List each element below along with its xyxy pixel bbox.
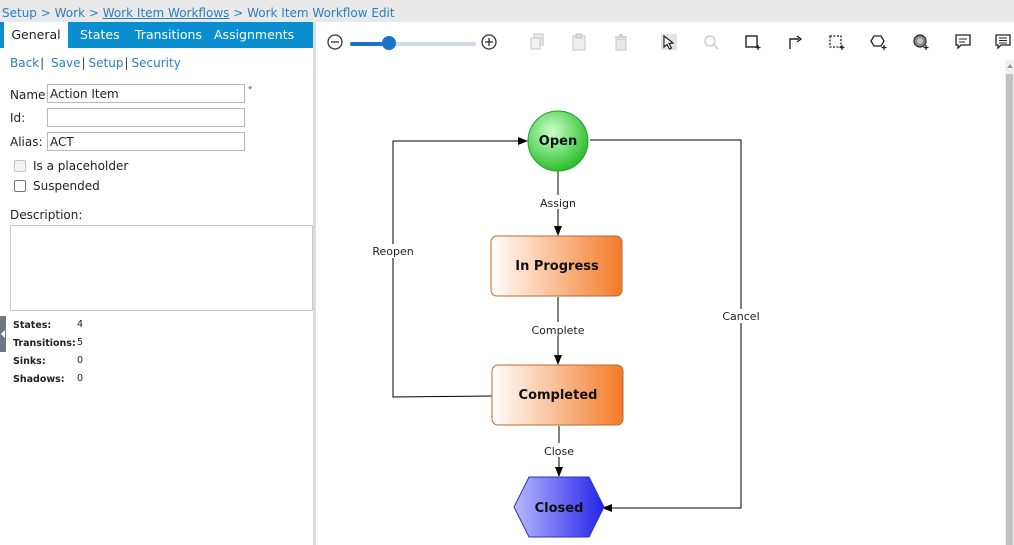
transitions-count-value: 5 bbox=[77, 337, 84, 348]
suspended-checkbox[interactable] bbox=[14, 180, 26, 192]
transition-assign-label: Assign bbox=[540, 197, 576, 210]
copy-icon[interactable] bbox=[526, 31, 548, 53]
workflow-diagram: Assign Complete Close Reopen Cancel Open bbox=[372, 110, 761, 538]
sinks-count-label: Sinks: bbox=[13, 356, 46, 367]
tab-bar: General States Transitions Assignments bbox=[0, 22, 313, 48]
transition-close-label: Close bbox=[544, 445, 574, 458]
back-link[interactable]: Back bbox=[10, 56, 40, 70]
select-pointer-icon[interactable] bbox=[658, 31, 680, 53]
action-links: Back| Save|Setup|Security bbox=[10, 56, 181, 70]
zoom-slider[interactable] bbox=[350, 36, 476, 50]
placeholder-checkbox[interactable] bbox=[14, 160, 26, 172]
alias-label: Alias: bbox=[10, 135, 43, 149]
states-count-label: States: bbox=[13, 320, 52, 331]
breadcrumb-separator: > bbox=[36, 6, 55, 20]
transition-complete[interactable]: Complete bbox=[531, 297, 585, 365]
state-closed[interactable]: Closed bbox=[513, 476, 605, 538]
state-open[interactable]: Open bbox=[527, 110, 589, 172]
id-label: Id: bbox=[10, 111, 26, 125]
transition-cancel[interactable]: Cancel bbox=[590, 139, 761, 512]
state-open-label: Open bbox=[539, 134, 577, 149]
fill-icon[interactable] bbox=[910, 31, 932, 53]
state-in-progress-label: In Progress bbox=[515, 259, 599, 274]
add-state-icon[interactable] bbox=[742, 31, 764, 53]
link-separator: | bbox=[81, 56, 86, 70]
breadcrumb: Setup > Work > Work Item Workflows > Wor… bbox=[0, 0, 1014, 22]
states-count-value: 4 bbox=[77, 319, 84, 330]
canvas-scrollbar[interactable] bbox=[1005, 60, 1014, 545]
select-region-icon[interactable] bbox=[826, 31, 848, 53]
lasso-icon[interactable] bbox=[700, 31, 722, 53]
add-shape-icon[interactable] bbox=[868, 31, 890, 53]
transition-reopen-label: Reopen bbox=[372, 245, 413, 258]
transition-assign[interactable]: Assign bbox=[540, 171, 576, 236]
tab-assignments[interactable]: Assignments bbox=[214, 27, 295, 42]
zoom-out-icon[interactable] bbox=[324, 31, 346, 53]
description-label: Description: bbox=[10, 208, 83, 222]
scroll-up-icon[interactable] bbox=[1007, 64, 1013, 68]
transition-reopen[interactable]: Reopen bbox=[372, 137, 528, 398]
link-separator: | bbox=[40, 56, 45, 70]
breadcrumb-setup[interactable]: Setup bbox=[2, 6, 37, 20]
zoom-in-icon[interactable] bbox=[478, 31, 500, 53]
transition-complete-label: Complete bbox=[531, 324, 584, 337]
state-in-progress[interactable]: In Progress bbox=[490, 235, 623, 297]
state-completed[interactable]: Completed bbox=[491, 364, 624, 426]
tab-transitions[interactable]: Transitions bbox=[135, 27, 202, 42]
breadcrumb-workflows-link[interactable]: Work Item Workflows bbox=[102, 6, 230, 20]
name-field[interactable] bbox=[47, 84, 245, 103]
state-completed-label: Completed bbox=[519, 388, 598, 403]
pane-splitter[interactable] bbox=[313, 22, 316, 545]
tab-general[interactable]: General bbox=[4, 22, 68, 48]
transition-close[interactable]: Close bbox=[543, 426, 575, 477]
transition-cancel-label: Cancel bbox=[722, 310, 759, 323]
shadows-count-value: 0 bbox=[77, 373, 84, 384]
diagram-toolbar bbox=[316, 22, 1014, 62]
collapse-panel-handle[interactable] bbox=[0, 316, 6, 352]
comment-icon[interactable] bbox=[952, 31, 974, 53]
breadcrumb-current: Work Item Workflow Edit bbox=[247, 6, 395, 20]
security-link[interactable]: Security bbox=[131, 56, 181, 70]
notes-icon[interactable] bbox=[992, 31, 1014, 53]
tab-states[interactable]: States bbox=[80, 27, 120, 42]
scrollbar-thumb[interactable] bbox=[1006, 74, 1013, 545]
id-field[interactable] bbox=[47, 108, 245, 127]
placeholder-label: Is a placeholder bbox=[33, 159, 129, 173]
paste-icon[interactable] bbox=[568, 31, 590, 53]
description-field[interactable] bbox=[10, 225, 313, 311]
setup-link[interactable]: Setup bbox=[88, 56, 124, 70]
required-marker: * bbox=[248, 84, 253, 96]
zoom-slider-thumb[interactable] bbox=[382, 36, 397, 50]
shadows-count-label: Shadows: bbox=[13, 374, 65, 385]
link-separator: | bbox=[124, 56, 129, 70]
save-link[interactable]: Save bbox=[51, 56, 81, 70]
properties-panel: General States Transitions Assignments B… bbox=[0, 22, 314, 545]
zoom-slider-fill bbox=[350, 42, 390, 46]
sinks-count-value: 0 bbox=[77, 355, 84, 366]
workflow-canvas[interactable]: Assign Complete Close Reopen Cancel Open bbox=[316, 22, 1014, 545]
breadcrumb-separator: > bbox=[229, 6, 248, 20]
alias-field[interactable] bbox=[47, 132, 245, 151]
breadcrumb-separator: > bbox=[85, 6, 103, 20]
breadcrumb-work[interactable]: Work bbox=[54, 6, 86, 20]
name-label: Name: bbox=[10, 88, 50, 102]
delete-icon[interactable] bbox=[610, 31, 632, 53]
transitions-count-label: Transitions: bbox=[13, 338, 76, 349]
suspended-label: Suspended bbox=[33, 179, 100, 193]
add-transition-icon[interactable] bbox=[784, 31, 806, 53]
state-closed-label: Closed bbox=[535, 501, 584, 516]
